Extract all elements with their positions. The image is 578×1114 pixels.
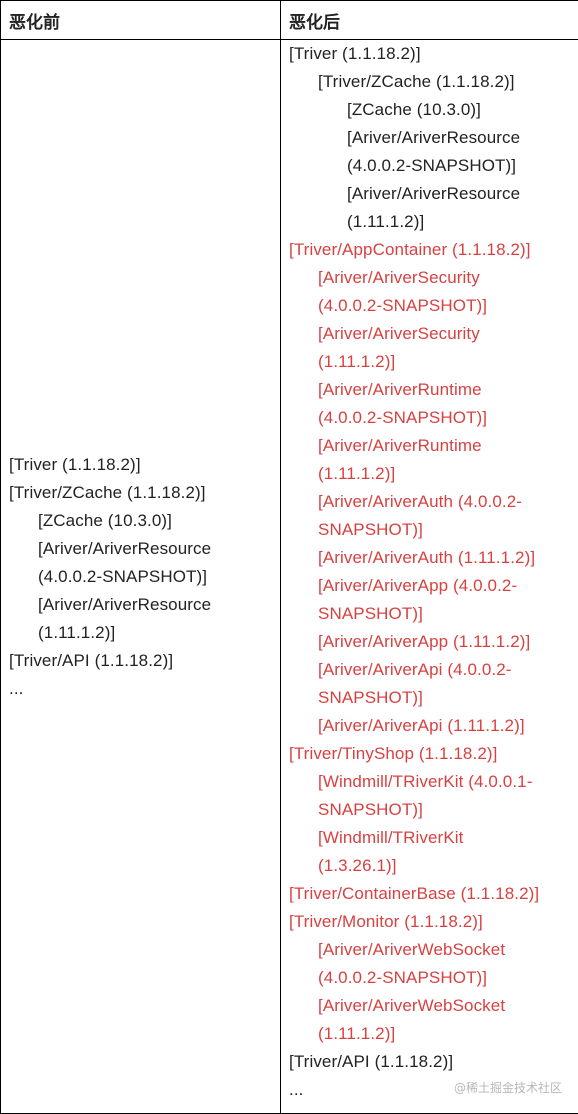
after-dependency-line: [Ariver/AriverWebSocket: [318, 996, 506, 1015]
before-dependency-line: (4.0.0.2-SNAPSHOT)]: [38, 566, 208, 586]
before-dependency-line: [ZCache (10.3.0)]: [38, 510, 172, 530]
before-dependency-line: (1.11.1.2)]: [38, 622, 116, 642]
after-dependency-line: [ZCache (10.3.0)]: [347, 100, 481, 119]
after-dependency-line: ...: [289, 1080, 304, 1099]
after-dependency-line: [Triver/API (1.1.18.2)]: [289, 1052, 454, 1071]
after-dependency-line: (4.0.0.2-SNAPSHOT)]: [347, 156, 517, 175]
after-dependency-line: [Ariver/AriverSecurity: [318, 268, 480, 287]
after-dependency-line: SNAPSHOT)]: [318, 604, 423, 623]
after-dependency-line: (4.0.0.2-SNAPSHOT)]: [318, 408, 488, 427]
after-dependency-line: (1.11.1.2)]: [318, 352, 396, 371]
header-after: 恶化后: [280, 0, 578, 40]
after-dependency-line: [Ariver/AriverApi (4.0.0.2-: [318, 660, 512, 679]
after-dependency-line: [Triver/ContainerBase (1.1.18.2)]: [289, 884, 540, 903]
before-dependency-list: [Triver (1.1.18.2)] [Triver/ZCache (1.1.1…: [9, 451, 280, 703]
before-dependency-line: [Ariver/AriverResource: [38, 594, 212, 614]
watermark: @稀土掘金技术社区: [453, 1081, 562, 1095]
after-dependency-line: [Ariver/AriverSecurity: [318, 324, 480, 343]
after-dependency-line: [Windmill/TRiverKit (4.0.0.1-: [318, 772, 533, 791]
after-dependency-line: SNAPSHOT)]: [318, 688, 423, 707]
after-dependency-line: [Ariver/AriverAuth (4.0.0.2-: [318, 492, 523, 511]
before-dependency-line: [Triver/ZCache (1.1.18.2)]: [9, 482, 206, 502]
before-dependency-line: [Triver/API (1.1.18.2)]: [9, 650, 174, 670]
after-dependency-line: [Ariver/AriverRuntime: [318, 380, 482, 399]
after-dependency-line: (1.11.1.2)]: [318, 1024, 396, 1043]
after-dependency-line: [Triver (1.1.18.2)]: [289, 44, 421, 63]
after-dependency-line: SNAPSHOT)]: [318, 520, 423, 539]
before-dependency-line: [Ariver/AriverResource: [38, 538, 212, 558]
after-dependency-line: [Ariver/AriverResource: [347, 184, 521, 203]
after-dependency-line: (1.11.1.2)]: [318, 464, 396, 483]
after-dependency-line: (1.11.1.2)]: [347, 212, 425, 231]
after-dependency-line: [Ariver/AriverRuntime: [318, 436, 482, 455]
after-dependency-line: [Triver/ZCache (1.1.18.2)]: [318, 72, 515, 91]
after-dependency-line: (4.0.0.2-SNAPSHOT)]: [318, 968, 488, 987]
after-dependency-list: [Triver (1.1.18.2)] [Triver/ZCache (1.1.1…: [289, 40, 578, 1104]
after-dependency-line: (1.3.26.1)]: [318, 856, 397, 875]
after-dependency-line: [Ariver/AriverWebSocket: [318, 940, 506, 959]
before-dependency-line: [Triver (1.1.18.2)]: [9, 454, 141, 474]
header-row: 恶化前 恶化后: [0, 0, 578, 40]
after-dependency-line: [Triver/AppContainer (1.1.18.2)]: [289, 240, 531, 259]
after-dependency-line: (4.0.0.2-SNAPSHOT)]: [318, 296, 488, 315]
after-cell: [Triver (1.1.18.2)] [Triver/ZCache (1.1.1…: [280, 39, 578, 1114]
after-dependency-line: [Triver/Monitor (1.1.18.2)]: [289, 912, 483, 931]
after-dependency-line: [Triver/TinyShop (1.1.18.2)]: [289, 744, 498, 763]
after-dependency-line: [Ariver/AriverApp (4.0.0.2-: [318, 576, 518, 595]
after-dependency-line: [Ariver/AriverAuth (1.11.1.2)]: [318, 548, 536, 567]
after-dependency-line: [Windmill/TRiverKit: [318, 828, 464, 847]
after-dependency-line: [Ariver/AriverResource: [347, 128, 521, 147]
content-row: [Triver (1.1.18.2)] [Triver/ZCache (1.1.1…: [0, 39, 578, 1114]
before-dependency-line: ...: [9, 678, 24, 698]
header-before: 恶化前: [0, 0, 281, 40]
after-dependency-line: [Ariver/AriverApp (1.11.1.2)]: [318, 632, 531, 651]
after-dependency-line: [Ariver/AriverApi (1.11.1.2)]: [318, 716, 525, 735]
before-cell: [Triver (1.1.18.2)] [Triver/ZCache (1.1.1…: [0, 39, 281, 1114]
after-dependency-line: SNAPSHOT)]: [318, 800, 423, 819]
